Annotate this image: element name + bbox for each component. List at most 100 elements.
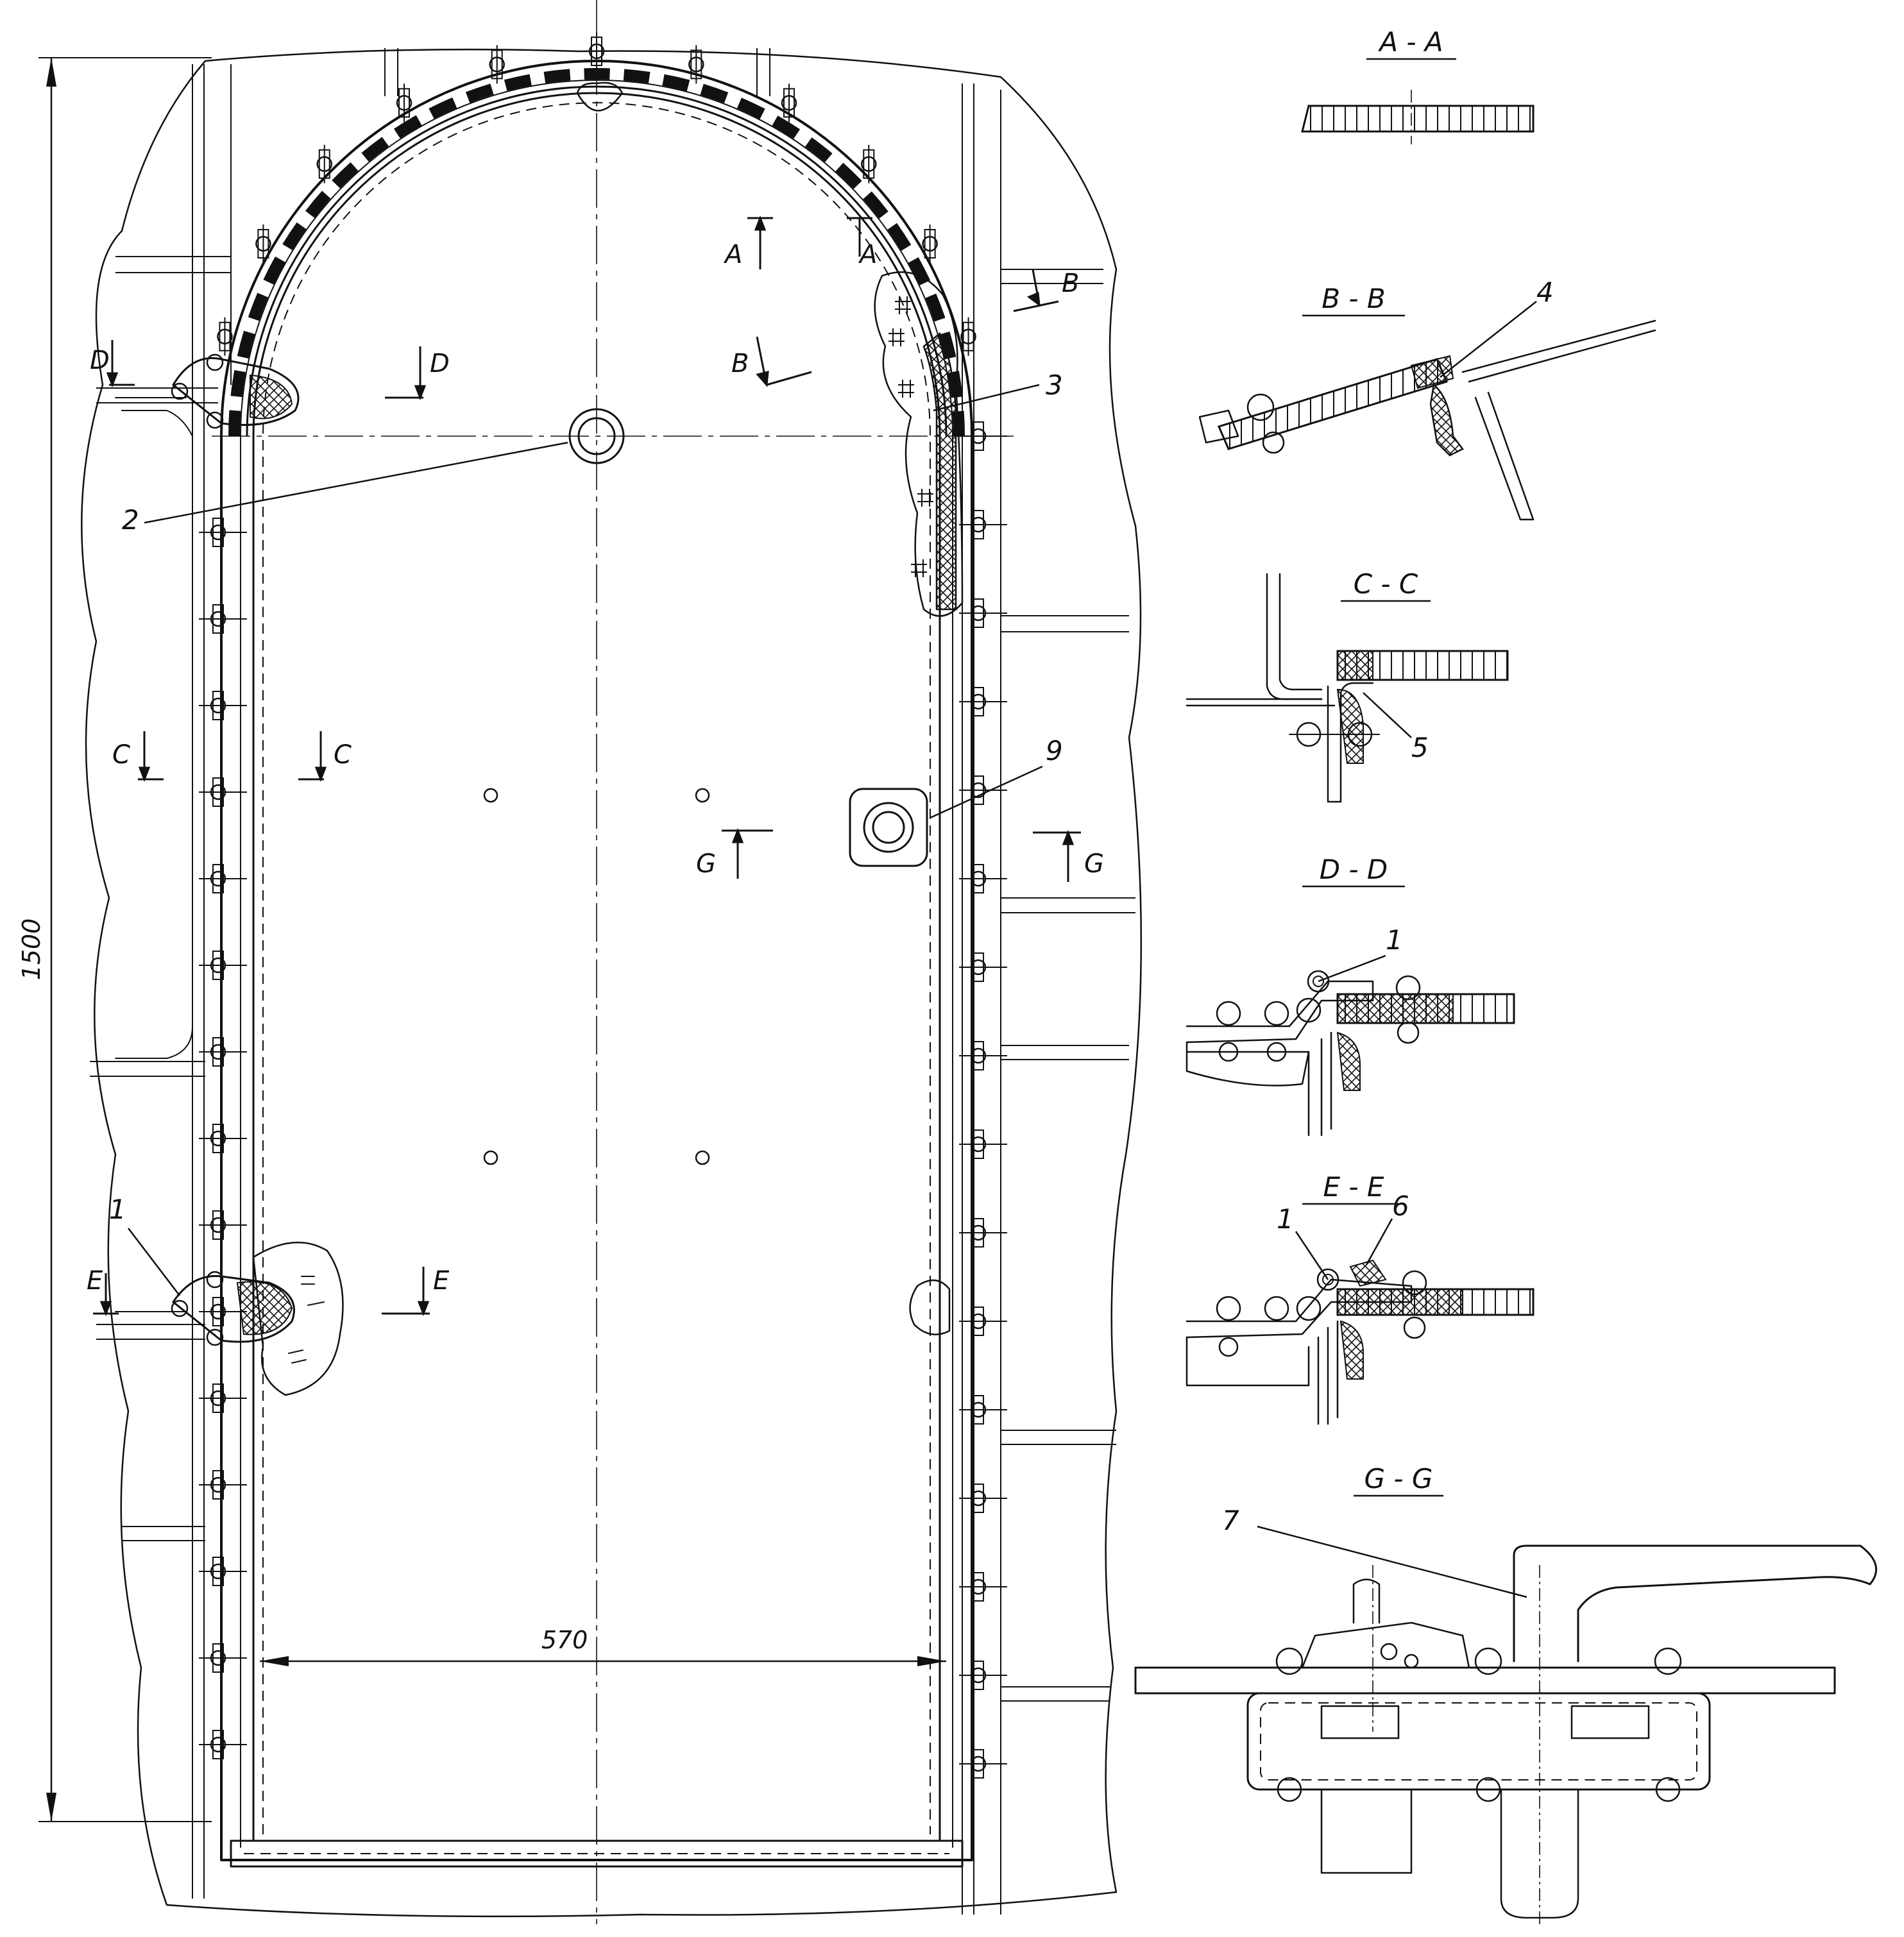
- door-inner-contour: [252, 92, 941, 1842]
- section-markers: [93, 215, 1081, 1317]
- section-cc: C - C 5: [1186, 568, 1509, 803]
- rivet-nut: [212, 1643, 224, 1673]
- frame-corner-cutout: [115, 1000, 193, 1059]
- rivet-nut: [973, 1395, 984, 1425]
- rivet-nut: [973, 1749, 984, 1779]
- panel-breakout-outline: [81, 48, 1143, 1918]
- section-marker-letters: A A B B C C D D E E G G: [87, 240, 1104, 1296]
- section-aa: A - A: [1301, 26, 1534, 144]
- marker-d-left: D: [90, 346, 110, 375]
- rivet-nut: [212, 1210, 224, 1240]
- section-gg: G - G 7: [1134, 1463, 1877, 1924]
- lock-fitting-item9: [849, 788, 928, 867]
- frames: [192, 48, 1001, 1915]
- rivet-nut: [212, 777, 224, 807]
- section-ee: E - E 1 6: [1186, 1171, 1534, 1425]
- marker-b-right: B: [1062, 269, 1079, 298]
- rivet-nut: [973, 1572, 984, 1602]
- door-outer-contour: [220, 60, 973, 1861]
- right-edge-fasteners: [959, 421, 1007, 1779]
- callout-2: 2: [122, 504, 139, 536]
- lower-hinge-item1: [115, 1241, 344, 1396]
- rivet-nut: [212, 1730, 224, 1759]
- section-dd: D - D 1: [1186, 854, 1515, 1137]
- width-dimension: [260, 1656, 946, 1666]
- left-edge-fasteners: [199, 518, 247, 1759]
- rivet-nut: [212, 604, 224, 634]
- rivet-nut: [973, 1484, 984, 1513]
- rivet-nut: [924, 229, 936, 258]
- rivet-nut: [973, 1218, 984, 1248]
- rivet-nut: [212, 1124, 224, 1153]
- callout-6: 6: [1392, 1190, 1409, 1222]
- section-bb-title: B - B: [1322, 283, 1385, 314]
- rivet-nut: [973, 952, 984, 982]
- marker-a-right: A: [858, 240, 877, 269]
- door-panel-holes: [483, 788, 710, 1165]
- marker-c-left: C: [112, 740, 130, 770]
- callout-9: 9: [1046, 735, 1063, 766]
- rivet-nut: [398, 88, 410, 118]
- section-aa-title: A - A: [1377, 26, 1443, 58]
- rivet-nut: [973, 1129, 984, 1159]
- rivet-nut: [212, 518, 224, 547]
- rivet-nut: [973, 775, 984, 805]
- marker-a-left: A: [723, 240, 742, 269]
- crown-breakout: [576, 81, 624, 112]
- rivet-nut: [212, 864, 224, 893]
- upper-hinge: [115, 353, 300, 437]
- rivet-nut: [219, 321, 231, 351]
- marker-c-right: C: [334, 740, 352, 770]
- rivet-nut: [212, 1383, 224, 1413]
- rivet-nut: [690, 49, 702, 80]
- height-dimension: [38, 57, 212, 1822]
- rivet-nut: [973, 1307, 984, 1336]
- rivet-nut: [863, 149, 875, 179]
- section-gg-title: G - G: [1364, 1463, 1433, 1494]
- rivet-nut: [973, 864, 984, 893]
- main-view: 1500 570: [17, 0, 1143, 1924]
- marker-b-left: B: [731, 349, 749, 378]
- main-view-leaders: [128, 384, 1043, 1296]
- callout-3: 3: [1046, 369, 1063, 401]
- section-bb: B - B 4: [1198, 276, 1656, 521]
- callout-1: 1: [109, 1194, 126, 1225]
- marker-e-right: E: [433, 1266, 450, 1296]
- section-dd-title: D - D: [1320, 854, 1388, 885]
- rivet-nut: [973, 1661, 984, 1690]
- height-dimension-value: 1500: [17, 918, 46, 981]
- breakout-mesh-marks: [888, 296, 933, 577]
- rivet-nut: [212, 691, 224, 720]
- rivet-nut: [973, 1041, 984, 1070]
- marker-g-right: G: [1084, 849, 1104, 879]
- rivet-nut: [783, 88, 795, 118]
- callout-7: 7: [1222, 1505, 1239, 1536]
- rivet-nut: [212, 1557, 224, 1586]
- rivet-nut: [212, 1470, 224, 1500]
- section-ee-title: E - E: [1323, 1171, 1384, 1203]
- callout-1-dd: 1: [1386, 924, 1403, 956]
- rivet-nut: [212, 1037, 224, 1067]
- rivet-nut: [491, 49, 503, 80]
- stringers: [90, 256, 1135, 1702]
- callout-4: 4: [1536, 276, 1554, 308]
- main-view-callouts: 2 3 9 1: [109, 369, 1063, 1225]
- marker-e-left: E: [87, 1266, 103, 1296]
- callout-5: 5: [1411, 732, 1429, 763]
- rivet-nut: [212, 1297, 224, 1326]
- rivet-nut: [962, 321, 974, 351]
- rivet-nut: [973, 510, 984, 539]
- marker-d-right: D: [430, 349, 450, 378]
- marker-g-left: G: [696, 849, 716, 879]
- vent-fitting-item2: [568, 408, 625, 464]
- rivet-nut: [973, 687, 984, 716]
- rivet-nut: [212, 951, 224, 980]
- seal-breakout-item3: [874, 271, 964, 617]
- seal-profile-item3: [922, 332, 957, 611]
- rivet-nut: [257, 229, 269, 258]
- right-edge-breakout: [909, 1280, 951, 1335]
- width-dimension-value: 570: [541, 1626, 588, 1654]
- callout-1-ee: 1: [1277, 1203, 1294, 1235]
- rivet-nut: [973, 598, 984, 628]
